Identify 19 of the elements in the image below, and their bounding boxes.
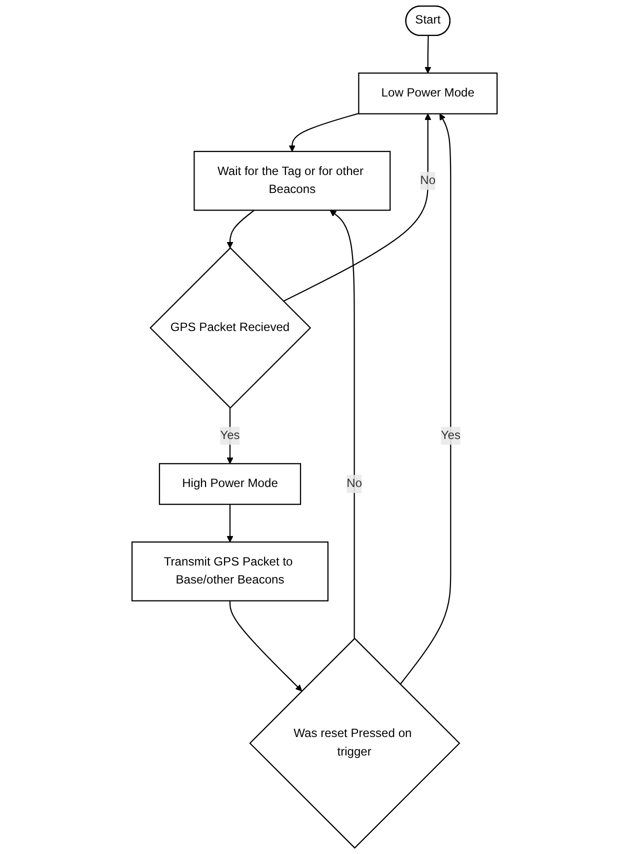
edge-label: No [346, 477, 362, 490]
node-box: Wait for the Tag or for other Beacons [194, 150, 391, 211]
arrow [424, 36, 432, 74]
arrow [226, 210, 255, 248]
arrow [226, 504, 234, 542]
arrow [226, 408, 234, 464]
edge-label: Yes [440, 428, 460, 442]
arrow [400, 113, 452, 685]
node-box: High Power Mode [158, 463, 302, 505]
arrow [330, 210, 355, 638]
arrow [229, 600, 302, 692]
edge-label: Yes [220, 428, 240, 442]
node-box: Transmit GPS Packet to Base/other Beacons [131, 541, 328, 602]
arrow [283, 113, 432, 302]
arrow [288, 112, 359, 152]
node-diamond: GPS Packet Recieved [150, 247, 312, 409]
edge-label: No [420, 174, 436, 187]
node-box: Low Power Mode [358, 72, 498, 114]
node-diamond: Was reset Pressed on trigger [249, 638, 460, 849]
